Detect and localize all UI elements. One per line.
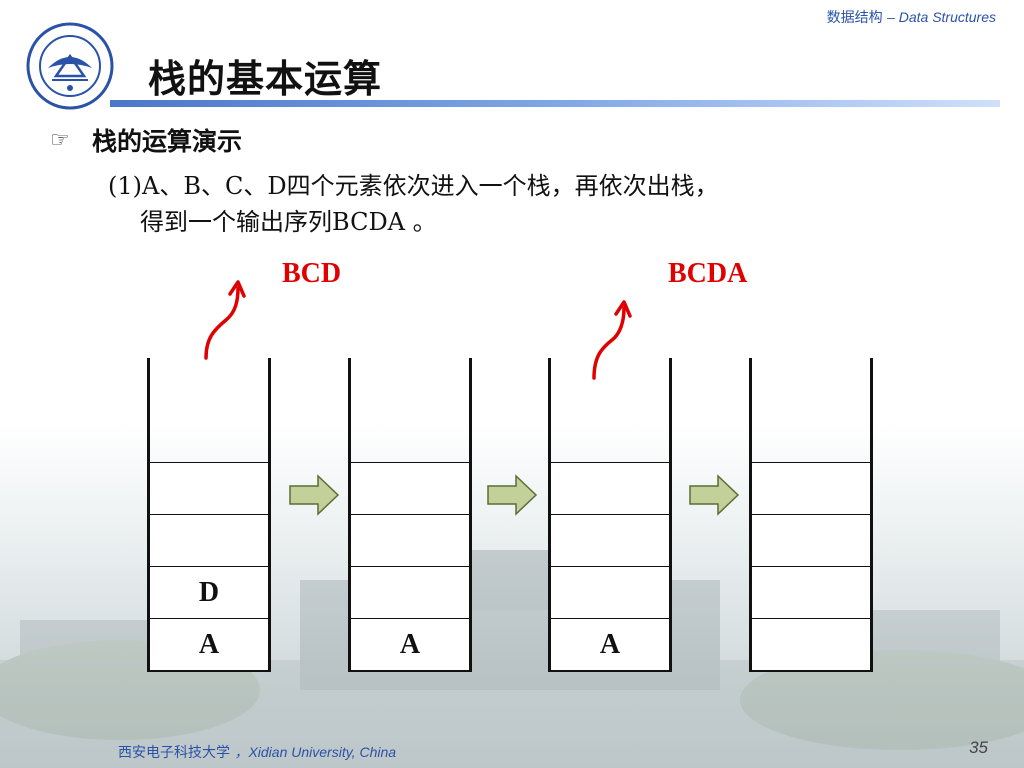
stack-cell [752,566,870,618]
pointing-hand-icon: ☞ [50,128,70,153]
stack-4 [749,358,873,672]
stack-cell: A [150,618,268,670]
footer-university: 西安电子科技大学 ，Xidian University, China [118,742,396,762]
stack-cell [551,566,669,618]
university-name-cn: 西安电子科技大学 [118,745,230,761]
right-arrow-icon [289,474,340,516]
output-label-first: BCD [282,258,342,289]
stack-3: A [548,358,672,672]
title-divider [110,100,1000,107]
stack-cell: A [551,618,669,670]
stack-cell [351,566,469,618]
course-name-cn: 数据结构 [826,10,883,26]
university-name-en: ，Xidian University, China [234,744,397,760]
right-arrow-icon [689,474,740,516]
stack-cell [351,462,469,514]
stack-cell [551,514,669,566]
stack-cell: D [150,566,268,618]
description-paragraph: (1)A、B、C、D四个元素依次进入一个栈，再依次出栈， 得到一个输出序列BCD… [108,168,968,240]
stack-cell [752,618,870,670]
stack-cell [551,462,669,514]
description-line-1: (1)A、B、C、D四个元素依次进入一个栈，再依次出栈， [108,172,719,200]
stack-cell [150,462,268,514]
output-label-second: BCDA [668,258,748,289]
right-arrow-icon [487,474,538,516]
stack-2: A [348,358,472,672]
page-number: 35 [969,738,988,757]
stack-cell: A [351,618,469,670]
university-logo [26,22,114,110]
stack-cell [752,462,870,514]
description-line-2: 得到一个输出序列BCDA 。 [140,208,437,236]
stack-cell [351,514,469,566]
stack-cell [752,514,870,566]
course-name-en: – Data Structures [887,9,996,25]
section-heading: 栈的运算演示 [92,127,243,156]
stack-1: D A [147,358,271,672]
slide-title: 栈的基本运算 [148,57,383,101]
pop-arrow-icon [592,300,632,380]
pop-arrow-icon [204,280,246,360]
course-header: 数据结构 – Data Structures [827,7,996,27]
stack-cell [150,514,268,566]
